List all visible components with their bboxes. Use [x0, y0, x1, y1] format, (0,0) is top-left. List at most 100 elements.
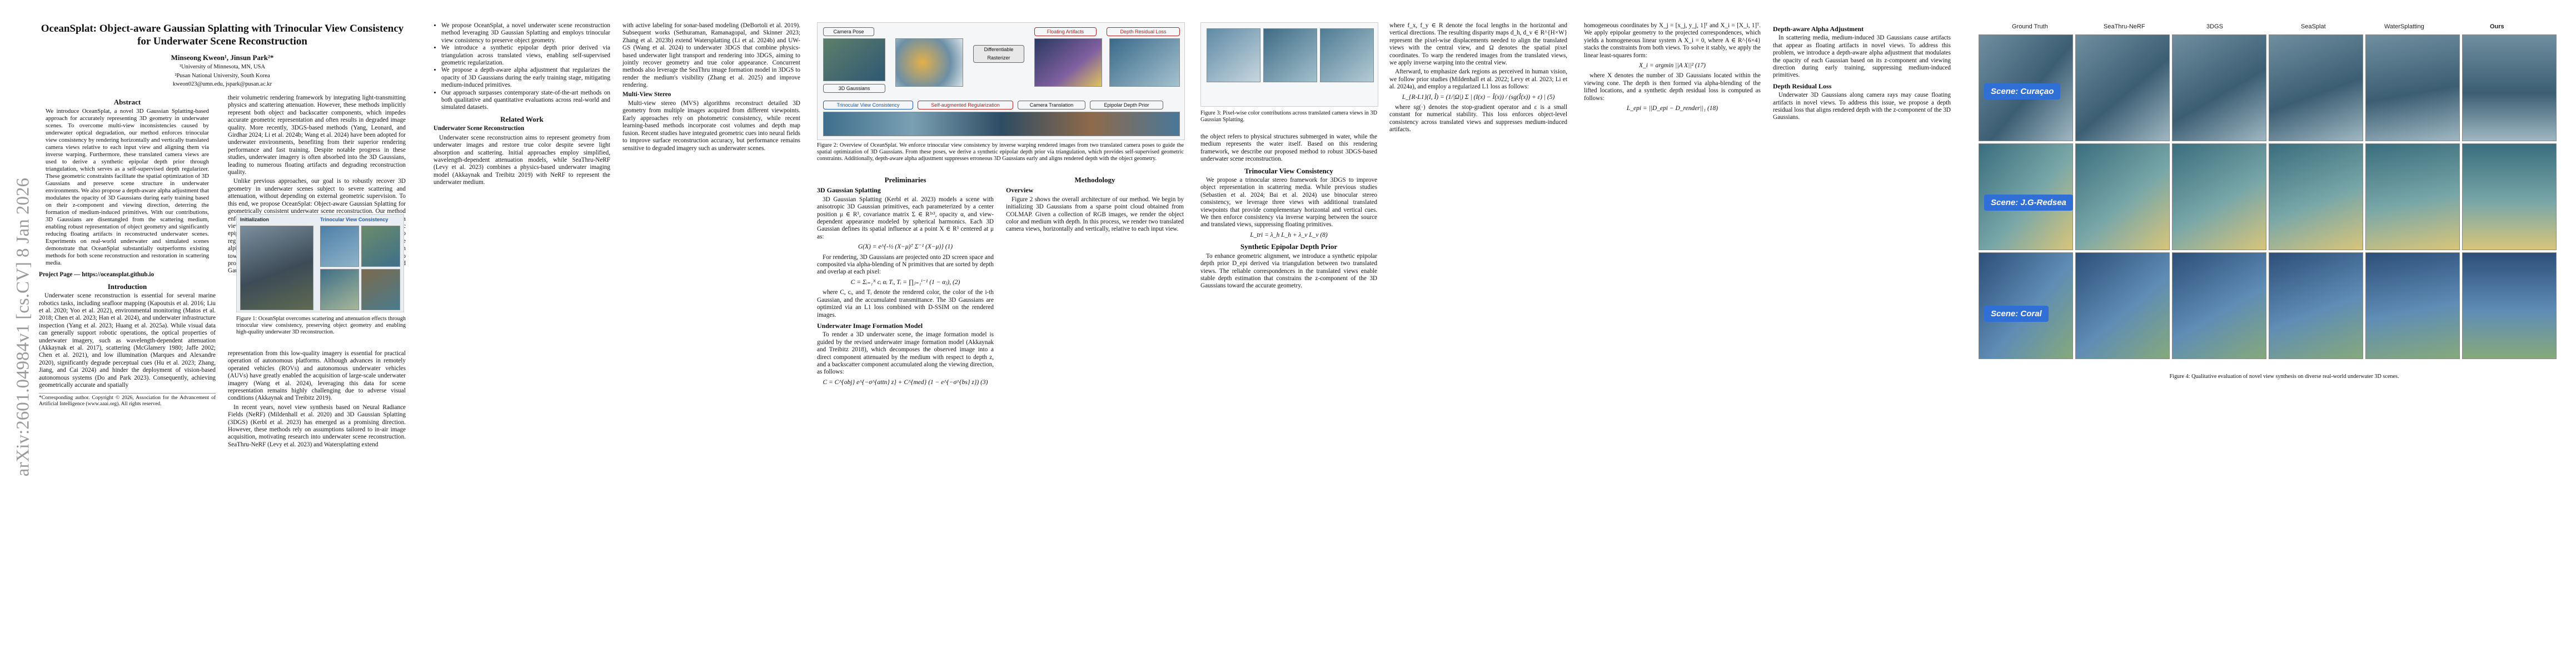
fig2-epipolar-label: Epipolar Depth Prior: [1090, 101, 1163, 109]
abstract-heading: Abstract: [113, 98, 141, 106]
related-heading: Related Work: [500, 115, 544, 123]
fig3-center-view: [1263, 28, 1317, 82]
col8-paragraph-2: Afterward, to emphasize dark regions as …: [1389, 68, 1567, 91]
col4-paragraph-1: with active labeling for sonar-based mod…: [622, 22, 800, 89]
col3-paragraph-2: In recent years, novel view synthesis ba…: [228, 404, 406, 448]
trino-heading: Trinocular View Consistency: [1244, 166, 1333, 175]
column-7: the object refers to physical structures…: [1200, 133, 1377, 292]
affiliation-1: ¹University of Minnesota, MN, USA: [179, 64, 266, 70]
fig4-thumbnail: [2462, 34, 2557, 141]
footnote: *Corresponding author. Copyright © 2026,…: [39, 392, 216, 407]
column-3: We propose OceanSplat, a novel underwate…: [434, 22, 610, 188]
fig2-camera-label: Camera Pose: [823, 27, 874, 36]
column-5: Preliminaries 3D Gaussian Splatting 3D G…: [817, 172, 994, 389]
col8-paragraph-3: where sg(·) denotes the stop-gradient op…: [1389, 104, 1567, 133]
equation-tri: L_tri = λ_h L_h + λ_v L_v (8): [1250, 231, 1328, 238]
author-names: Minseong Kweon¹, Jinsun Park²*: [171, 53, 274, 62]
fig3-left-view: [1207, 28, 1260, 82]
residual-paragraph: Underwater 3D Gaussians along camera ray…: [1773, 92, 1951, 121]
fig2-floating-label: Floating Artifacts: [1034, 27, 1097, 36]
contribution-item: Our approach surpasses contemporary stat…: [441, 89, 610, 112]
fig4-col-header: Ground Truth: [2012, 23, 2048, 30]
prelim-subheading: 3D Gaussian Splatting: [817, 186, 881, 195]
fig2-gaussian-cloud: [895, 38, 963, 87]
column-10: Depth-aware Alpha Adjustment In scatteri…: [1773, 22, 1951, 123]
fig2-rasterizer: Differentiable Rasterizer: [973, 45, 1024, 63]
fig2-gaussians-label: 3D Gaussians: [823, 84, 885, 93]
fig2-camtrans-label: Camera Translation: [1018, 101, 1085, 109]
column-2-lower: representation from this low-quality ima…: [228, 350, 406, 450]
col7-paragraph-1: the object refers to physical structures…: [1200, 133, 1377, 163]
equation-rl1: L_{R-L1}(I, Î) = (1/|Ω|) Σ | (I(x) − Î(x…: [1402, 93, 1555, 101]
arxiv-stamp-text: arXiv:2601.04984v1 [cs.CV] 8 Jan 2026: [13, 177, 33, 477]
col2-paragraph-1: their volumetric rendering framework by …: [228, 94, 406, 176]
col3-paragraph-1: representation from this low-quality ima…: [228, 350, 406, 402]
fig4-thumbnail: [2075, 143, 2170, 250]
fig4-thumbnail: [2365, 34, 2460, 141]
fig4-thumbnail: [2075, 34, 2170, 141]
fig4-col-header: SeaSplat: [2301, 23, 2326, 30]
equation-1: G(X) = e^{-½ (X−μ)ᵀ Σ⁻¹ (X−μ)} (1): [858, 243, 953, 251]
equation-2: C = Σᵢ₌₁ᴺ cᵢ αᵢ Tᵢ, Tᵢ = ∏ⱼ₌₁ⁱ⁻¹ (1 − αⱼ…: [850, 278, 960, 286]
related-subheading: Underwater Scene Reconstruction: [434, 125, 525, 132]
fig4-thumbnail: [2075, 252, 2170, 359]
mvs-subheading: Multi-View Stereo: [622, 91, 671, 98]
fig2-depth-map: [1034, 38, 1102, 87]
fig2-input-image: [823, 38, 885, 81]
fig4-thumbnail: [2269, 252, 2363, 359]
paper-title: OceanSplat: Object-aware Gaussian Splatt…: [41, 23, 404, 47]
fig4-thumbnail: [2365, 252, 2460, 359]
prelim-paragraph-3: where C, cᵢ, and Tᵢ denote the rendered …: [817, 289, 994, 318]
column-6: Methodology Overview Figure 2 shows the …: [1006, 172, 1184, 235]
fig4-thumbnail: [2462, 252, 2557, 359]
figure-2-caption: Figure 2: Overview of OceanSplat. We enf…: [817, 142, 1184, 162]
prelim-paragraph-2: For rendering, 3D Gaussians are projecte…: [817, 253, 994, 276]
fig1-view-left: [320, 226, 359, 267]
fig1-trino-label: Trinocular View Consistency: [320, 217, 388, 222]
fig4-col-header: Ours: [2490, 23, 2504, 30]
equation-3: C = C^{obj} e^{−σ^{attn} z} + C^{med} (1…: [823, 379, 988, 386]
figure-4-grid: [1979, 34, 2557, 368]
fig4-thumbnail: [2365, 143, 2460, 250]
col8-paragraph-1: where f_x, f_y ∈ R denote the focal leng…: [1389, 22, 1567, 67]
method-subheading: Overview: [1006, 186, 1034, 195]
fig1-init-image: [240, 226, 313, 310]
fig2-depth-loss-label: Depth Residual Loss: [1107, 27, 1180, 36]
fig2-selfreg-label: Self-augmented Regularization: [918, 101, 1013, 109]
intro-heading: Introduction: [107, 282, 147, 291]
fig4-thumbnail: [2172, 252, 2266, 359]
fig2-view-strip: [823, 112, 1180, 136]
contribution-item: We introduce a synthetic epipolar depth …: [441, 44, 610, 67]
prelim-paragraph: 3D Gaussian Splatting (Kerbl et al. 2023…: [817, 196, 994, 240]
uw-subheading: Underwater Image Formation Model: [817, 321, 923, 330]
fig1-result: [361, 269, 400, 310]
uw-paragraph: To render a 3D underwater scene, the ima…: [817, 331, 994, 376]
figure-3-caption: Figure 3: Pixel-wise color contributions…: [1200, 110, 1377, 123]
fig3-top-view: [1320, 28, 1374, 82]
fig4-thumbnail: [2462, 143, 2557, 250]
alpha-paragraph: In scattering media, medium-induced 3D G…: [1773, 34, 1951, 79]
contribution-item: We propose OceanSplat, a novel underwate…: [441, 22, 610, 44]
method-paragraph: Figure 2 shows the overall architecture …: [1006, 196, 1184, 233]
residual-heading: Depth Residual Loss: [1773, 82, 1832, 90]
fig4-thumbnail: [2172, 143, 2266, 250]
abstract-text: We introduce OceanSplat, a novel 3D Gaus…: [46, 108, 209, 267]
scene-label-redsea: Scene: J.G-Redsea: [1984, 195, 2073, 211]
fig1-view-bottom: [320, 269, 359, 310]
epi-paragraph: To enhance geometric alignment, we intro…: [1200, 252, 1377, 290]
related-paragraph: Underwater scene reconstruction aims to …: [434, 134, 610, 186]
column-1: Abstract We introduce OceanSplat, a nove…: [39, 94, 216, 407]
contribution-list: We propose OceanSplat, a novel underwate…: [434, 22, 610, 112]
equation-lsq: X_i = argmin ||A X||² (17): [1639, 62, 1706, 69]
column-9: homogeneous coordinates by X_j = [x_j, y…: [1584, 22, 1761, 115]
alpha-heading: Depth-aware Alpha Adjustment: [1773, 25, 1864, 33]
fig2-render: [1109, 38, 1180, 87]
figure-1: Initialization Trinocular View Consisten…: [236, 214, 404, 312]
fig4-col-header: SeaThru-NeRF: [2104, 23, 2145, 30]
fig4-thumbnail: [2172, 34, 2266, 141]
trino-paragraph: We propose a trinocular stereo framework…: [1200, 177, 1377, 228]
method-heading: Methodology: [1074, 176, 1115, 184]
project-page-link[interactable]: Project Page — https://oceansplat.github…: [39, 271, 155, 278]
intro-paragraph: Underwater scene reconstruction is essen…: [39, 292, 216, 389]
fig4-col-header: WaterSplatting: [2384, 23, 2424, 30]
